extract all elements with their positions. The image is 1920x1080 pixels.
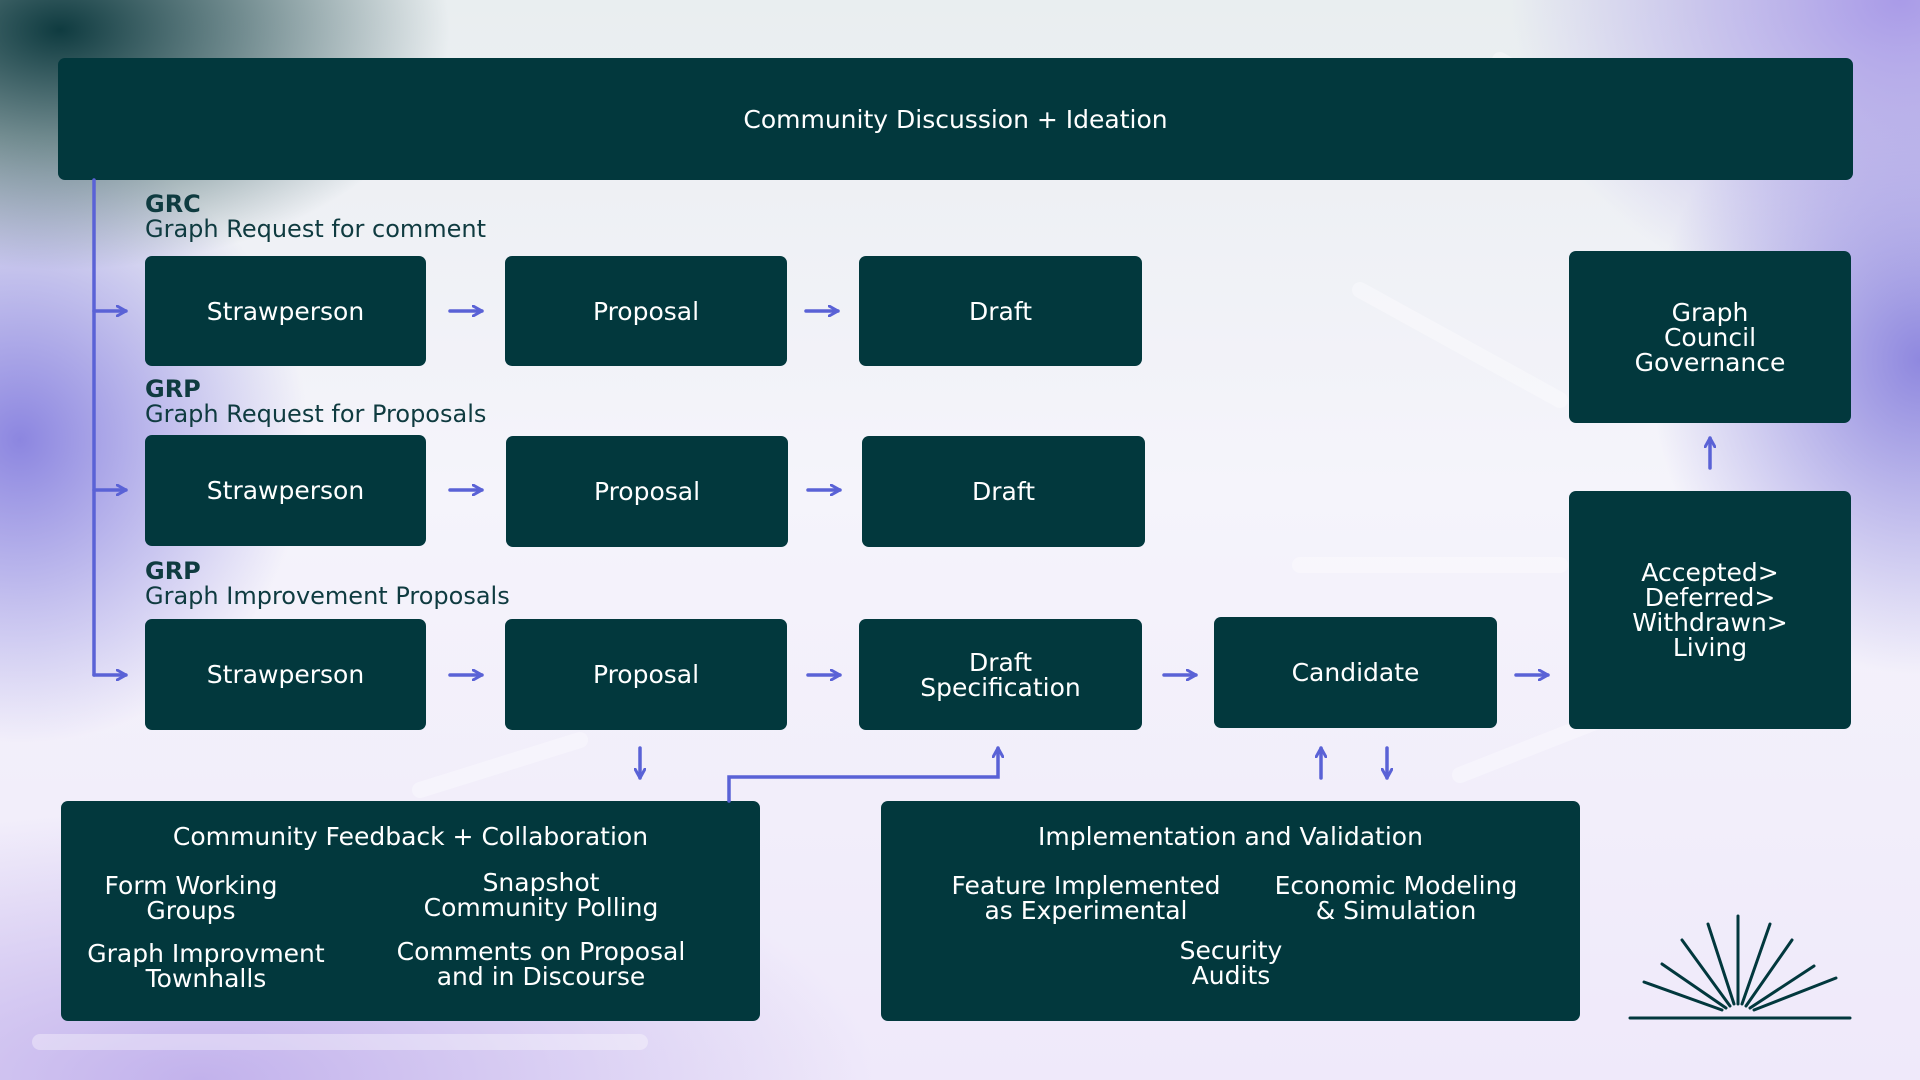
grp-strawperson-box: Strawperson (145, 435, 426, 546)
gip-draft-specification-box: Draft Specification (859, 619, 1142, 730)
implementation-validation-panel: Implementation and Validation Feature Im… (881, 801, 1580, 1021)
sunburst-logo (1628, 914, 1852, 1020)
track-name: Graph Request for Proposals (145, 400, 487, 428)
track-name: Graph Improvement Proposals (145, 582, 510, 610)
grc-proposal-box: Proposal (505, 256, 787, 366)
track-label-grc: GRC Graph Request for comment (145, 192, 486, 242)
feedback-title: Community Feedback + Collaboration (172, 822, 649, 851)
graph-council-governance-box: Graph Council Governance (1569, 251, 1851, 423)
track-code: GRP (145, 375, 201, 403)
outcomes-box: Accepted> Deferred> Withdrawn> Living (1569, 491, 1851, 729)
feedback-return-arrow (727, 746, 998, 803)
step-label: Draft (971, 477, 1035, 506)
step-label: Proposal (593, 477, 701, 506)
implementation-item-experimental: Feature Implemented as Experimental (951, 871, 1221, 925)
feedback-item-townhalls: Graph Improvment Townhalls (87, 939, 325, 993)
feedback-item-discourse-comments: Comments on Proposal and in Discourse (396, 937, 686, 991)
track-code: GRC (145, 190, 201, 218)
track-code: GRP (145, 557, 201, 585)
track-label-grp-improvements: GRP Graph Improvement Proposals (145, 559, 510, 609)
council-label: Graph Council Governance (1634, 297, 1786, 377)
step-label: Strawperson (206, 296, 365, 326)
candidate-box: Candidate (1214, 617, 1497, 728)
gip-proposal-box: Proposal (505, 619, 787, 730)
step-label: Strawperson (206, 660, 365, 689)
ideation-box: Community Discussion + Ideation (58, 58, 1853, 180)
ideation-title: Community Discussion + Ideation (743, 104, 1168, 134)
grp-draft-box: Draft (862, 436, 1145, 547)
feedback-item-working-groups: Form Working Groups (104, 871, 278, 925)
step-label: Strawperson (206, 476, 365, 505)
step-label: Proposal (592, 296, 700, 326)
step-label: Draft (968, 296, 1032, 326)
step-label: Proposal (592, 660, 700, 689)
track-label-grp-requests: GRP Graph Request for Proposals (145, 377, 486, 427)
community-feedback-panel: Community Feedback + Collaboration Form … (61, 801, 760, 1021)
feedback-item-snapshot-polling: Snapshot Community Polling (423, 868, 659, 922)
outcomes-label: Accepted> Deferred> Withdrawn> Living (1632, 558, 1788, 662)
grc-draft-box: Draft (859, 256, 1142, 366)
track-name: Graph Request for comment (145, 215, 487, 243)
implementation-title: Implementation and Validation (1038, 822, 1423, 851)
grp-proposal-box: Proposal (506, 436, 788, 547)
implementation-item-economic-modeling: Economic Modeling & Simulation (1274, 871, 1518, 925)
implementation-item-security-audits: Security Audits (1179, 936, 1283, 990)
step-label: Candidate (1291, 658, 1420, 687)
step-label: Draft Specification (920, 647, 1081, 702)
grc-strawperson-box: Strawperson (145, 256, 426, 366)
gip-strawperson-box: Strawperson (145, 619, 426, 730)
